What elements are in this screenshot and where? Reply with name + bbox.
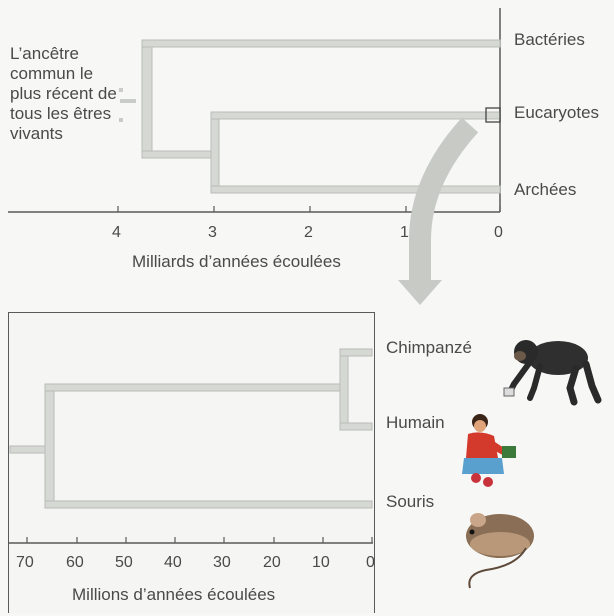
branch-to-primates: [45, 384, 346, 391]
leaf-chimpanzee: Chimpanzé: [386, 338, 472, 358]
bottom-tick-10: 10: [312, 554, 330, 572]
bottom-tick-0: 0: [366, 554, 375, 572]
bottom-axis-title: Millions d’années écoulées: [72, 585, 275, 605]
leaf-mouse: Souris: [386, 492, 434, 512]
bottom-tick-50: 50: [115, 554, 133, 572]
bottom-tick-30: 30: [213, 554, 231, 572]
bottom-tick-60: 60: [66, 554, 84, 572]
branch-root-stub: [10, 446, 50, 453]
branch-primates-vertical: [340, 349, 348, 430]
chimpanzee-illustration: [500, 326, 604, 406]
branch-root-vertical-bottom: [45, 384, 54, 508]
mouse-illustration: [456, 500, 540, 592]
bottom-tick-20: 20: [263, 554, 281, 572]
leaf-human: Humain: [386, 413, 445, 433]
bottom-tick-40: 40: [164, 554, 182, 572]
bottom-tick-70: 70: [16, 554, 34, 572]
human-illustration: [458, 412, 522, 496]
branch-human: [340, 423, 372, 430]
branch-chimp: [340, 349, 372, 356]
branch-mouse: [45, 501, 372, 508]
